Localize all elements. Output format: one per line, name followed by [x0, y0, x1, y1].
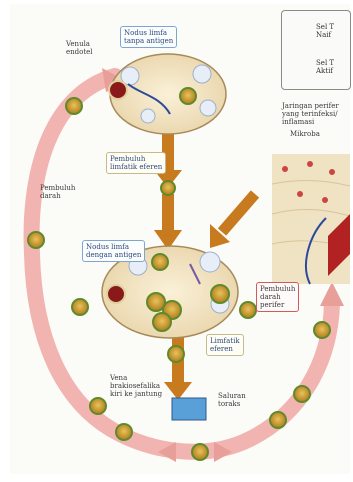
legend-naive-label: Sel T Naif: [316, 23, 334, 39]
thoracic-duct: [172, 398, 206, 420]
label-jaringan-perifer: Jaringan perifer yang terinfeksi/ inflam…: [282, 102, 339, 126]
label-nodus-dengan-antigen: Nodus limfa dengan antigen: [82, 240, 145, 262]
venule-lower: [107, 285, 125, 303]
label-limfatik-eferen: Limfatik eferen: [206, 334, 244, 356]
lymph-flow-tissue: [222, 194, 255, 232]
arrowhead-right: [320, 282, 344, 306]
legend-active-label: Sel T Aktif: [316, 59, 334, 75]
label-venula: Venula endotel: [66, 40, 93, 56]
venule-endothelial: [109, 81, 127, 99]
lymph-node-upper: [110, 54, 226, 134]
legend: Sel T Naif Sel T Aktif: [281, 10, 351, 90]
label-vena: Vena brakiosefalika kiri ke jantung: [110, 374, 162, 398]
label-mikroba: Mikroba: [290, 130, 320, 138]
label-pembuluh-perifer: Pembuluh darah perifer: [256, 282, 299, 312]
label-nodus-tanpa-antigen: Nodus limfa tanpa antigen: [120, 26, 177, 48]
diagram-canvas: Sel T Naif Sel T Aktif Venula endotel No…: [10, 4, 350, 474]
label-pembuluh-darah: Pembuluh darah: [40, 184, 75, 200]
label-pembuluh-eferen: Pembuluh limfatik eferen: [106, 152, 166, 174]
label-saluran-toraks: Saluran toraks: [218, 392, 246, 408]
lymph-arrowhead-4: [164, 382, 192, 400]
